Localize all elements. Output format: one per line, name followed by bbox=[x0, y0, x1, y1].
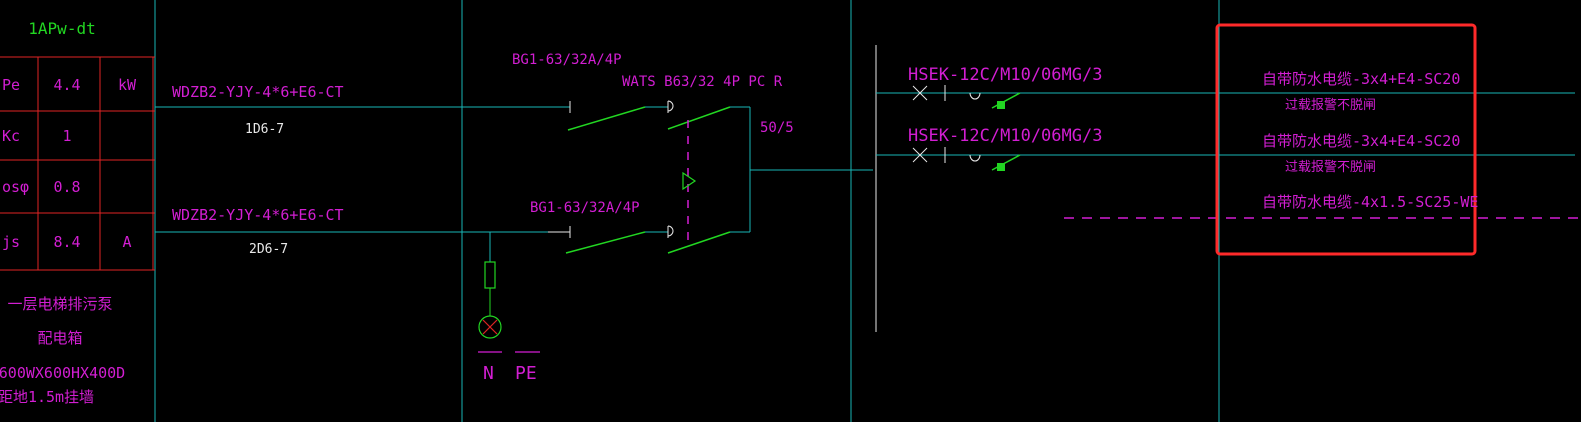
panel-table: 1APw-dt Pe 4.4 kW Kc 1 osφ 0.8 js 8.4 A … bbox=[0, 19, 155, 406]
param-cos: osφ bbox=[2, 178, 29, 196]
incoming-source-2: 2D6-7 bbox=[249, 242, 288, 257]
incoming-feeders: WDZB2-YJY-4*6+E6-CT 1D6-7 WDZB2-YJY-4*6+… bbox=[155, 83, 570, 257]
panel-desc-2: 配电箱 bbox=[37, 329, 82, 347]
out-note-3: 自带防水电缆-4x1.5-SC25-WE bbox=[1262, 193, 1478, 211]
incoming-cable-1: WDZB2-YJY-4*6+E6-CT bbox=[172, 83, 344, 101]
value-js: 8.4 bbox=[53, 233, 80, 251]
panel-desc-4: 距地1.5m挂墙 bbox=[0, 388, 94, 406]
breaker-ats-block: BG1-63/32A/4P BG1-63/32A/4P WATS B63/32 … bbox=[512, 52, 873, 254]
unit-pe: kW bbox=[118, 76, 137, 94]
out-note-2-sub: 过载报警不脱闸 bbox=[1285, 159, 1376, 175]
breaker-label-1: BG1-63/32A/4P bbox=[512, 52, 622, 68]
panel-desc-3: 600WX600HX400D bbox=[0, 364, 125, 382]
param-js: js bbox=[2, 233, 20, 251]
ats-model: WATS B63/32 4P PC R bbox=[622, 74, 783, 90]
panel-id: 1APw-dt bbox=[28, 19, 95, 38]
param-kc: Kc bbox=[2, 127, 20, 145]
panel-desc-1: 一层电梯排污泵 bbox=[7, 295, 112, 313]
highlight-box bbox=[1215, 23, 1477, 256]
out-note-1-sub: 过载报警不脱闸 bbox=[1285, 97, 1376, 113]
earth-n-label: N bbox=[483, 363, 494, 384]
out-note-2: 自带防水电缆-3x4+E4-SC20 bbox=[1262, 132, 1460, 150]
frame-lines bbox=[154, 0, 1220, 422]
param-pe: Pe bbox=[2, 76, 20, 94]
out-breaker-label-2: HSEK-12C/M10/06MG/3 bbox=[908, 126, 1102, 146]
incoming-cable-2: WDZB2-YJY-4*6+E6-CT bbox=[172, 206, 344, 224]
outgoing-feeders: HSEK-12C/M10/06MG/3 HSEK-12C/M10/06MG/3 … bbox=[875, 23, 1581, 332]
value-cos: 0.8 bbox=[53, 178, 80, 196]
unit-js: A bbox=[122, 233, 131, 251]
earth-pe-label: PE bbox=[515, 363, 537, 384]
earthing-branch: N PE bbox=[478, 232, 540, 384]
value-kc: 1 bbox=[62, 127, 71, 145]
value-pe: 4.4 bbox=[53, 76, 80, 94]
incoming-source-1: 1D6-7 bbox=[245, 122, 284, 137]
ats-rating: 50/5 bbox=[760, 120, 794, 136]
out-note-1: 自带防水电缆-3x4+E4-SC20 bbox=[1262, 70, 1460, 88]
breaker-label-2: BG1-63/32A/4P bbox=[530, 200, 640, 216]
out-breaker-label-1: HSEK-12C/M10/06MG/3 bbox=[908, 65, 1102, 85]
